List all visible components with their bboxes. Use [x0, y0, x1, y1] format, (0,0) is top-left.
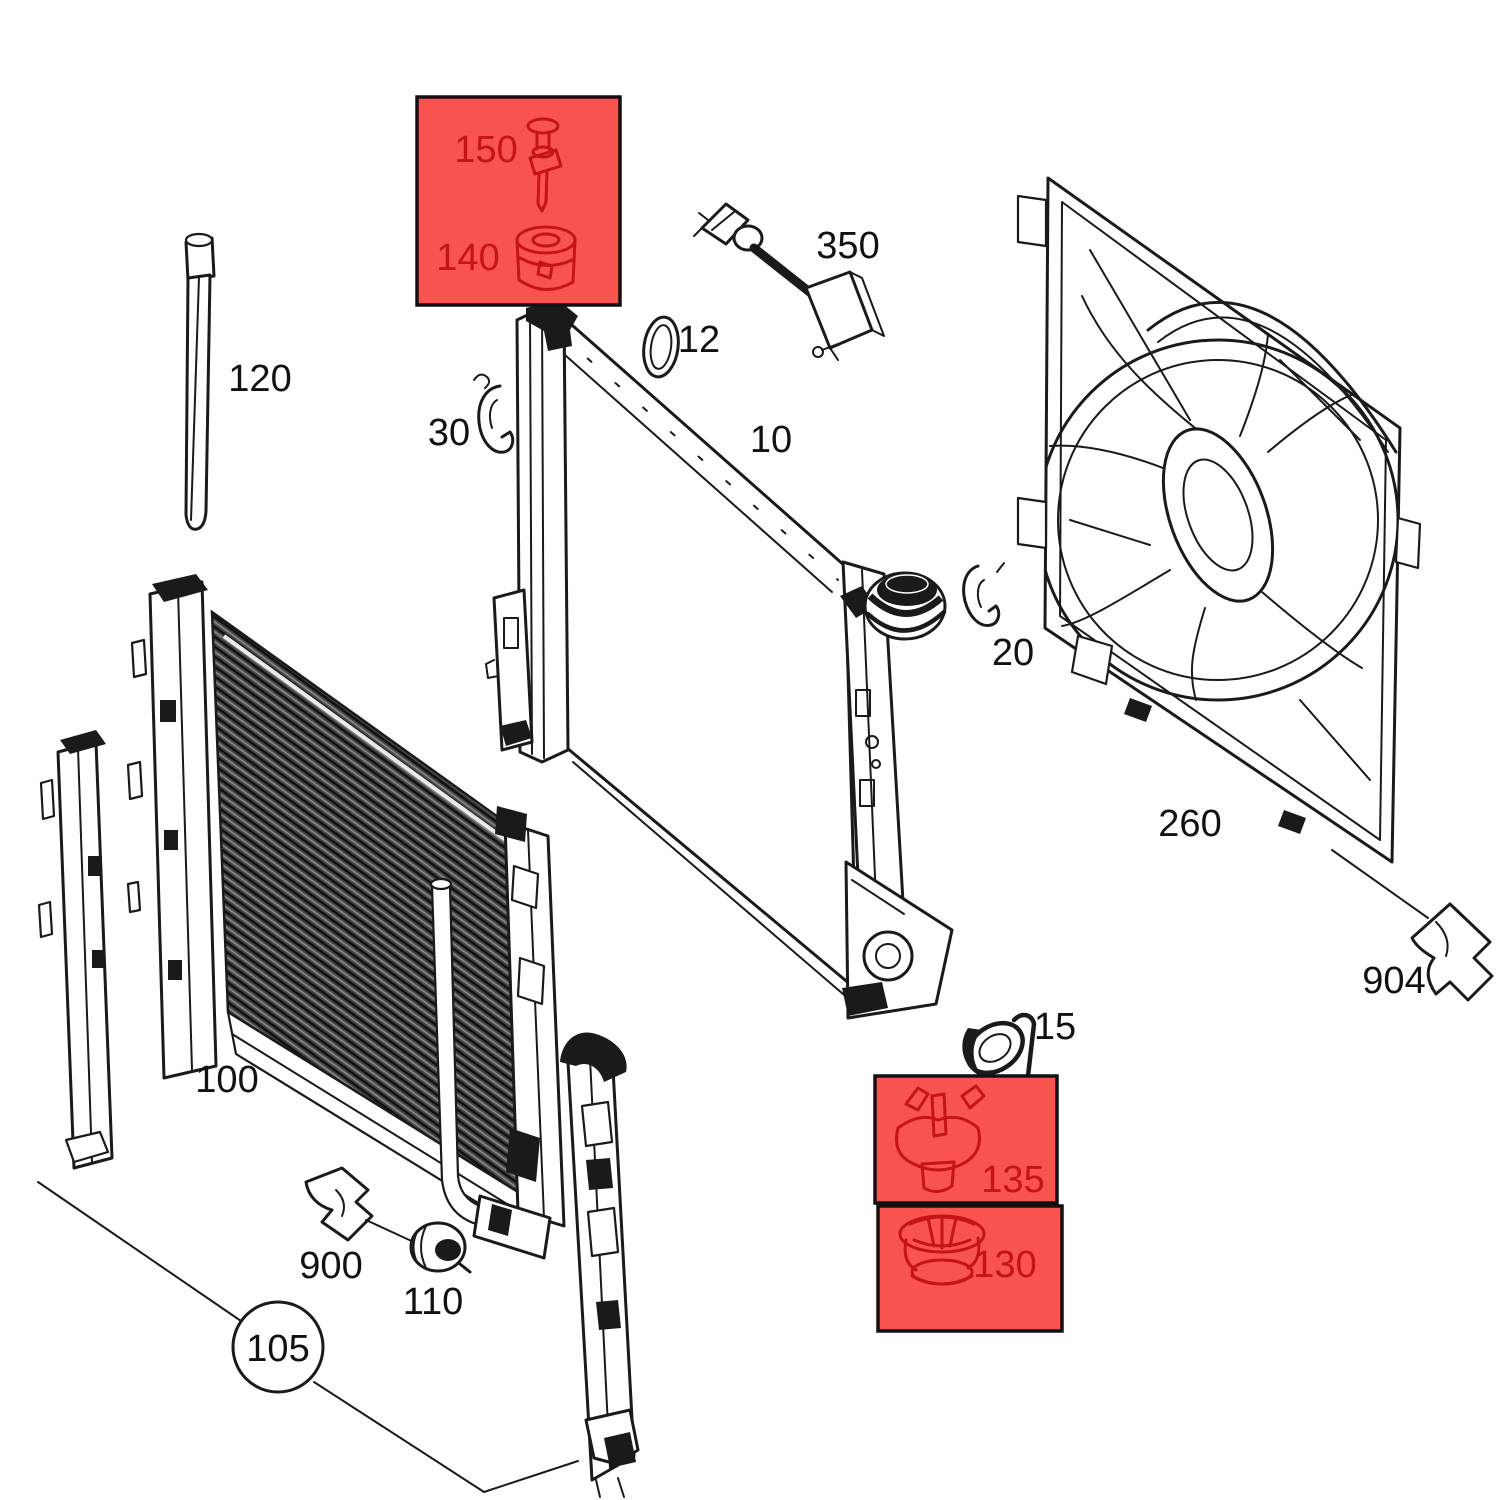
plug-900: [304, 1166, 419, 1245]
radiator-face: [562, 316, 859, 992]
part-labels: 150 140 120 30 12 350 10 20 260 904 15 1…: [195, 129, 1425, 1370]
clip-20: [962, 562, 1005, 627]
grommet-110: [409, 1221, 472, 1274]
side-bracket-right: [560, 1032, 640, 1498]
condenser-right-rail: [472, 806, 566, 1260]
condenser-left-rail: [126, 574, 218, 1080]
highlight-box-150-140: [415, 95, 622, 307]
callout-circle: [231, 1300, 325, 1394]
o-ring-12: [642, 315, 680, 379]
rubber-grommet-icon-130: [898, 1214, 986, 1286]
radiator-foot: [842, 860, 954, 1020]
radiator-left-bracket: [485, 588, 534, 752]
part-label-120: 120: [228, 358, 291, 400]
part-label-20: 20: [992, 632, 1034, 674]
part-label-350: 350: [816, 225, 879, 267]
retainer-bracket-icon-135: [895, 1084, 986, 1193]
condenser-100: [37, 574, 566, 1260]
part-label-30: 30: [428, 412, 470, 454]
clip-30: [473, 373, 515, 454]
part-label-904: 904: [1362, 960, 1425, 1002]
part-label-150: 150: [454, 129, 517, 171]
part-label-110: 110: [403, 1281, 464, 1323]
part-label-100: 100: [195, 1059, 258, 1101]
expansion-rivet-icon-150: [526, 117, 563, 213]
highlight-box-135: [873, 1074, 1059, 1205]
radiator-filler-neck: [840, 571, 947, 641]
callout-105: [37, 1181, 579, 1493]
highlight-box-130: [876, 1204, 1064, 1333]
radiator-10: [485, 300, 954, 1020]
fan-shroud-260: [1016, 176, 1422, 864]
part-label-105: 105: [246, 1328, 309, 1370]
part-label-135: 135: [981, 1159, 1044, 1201]
part-label-900: 900: [299, 1245, 362, 1287]
part-label-260: 260: [1158, 803, 1221, 845]
part-label-140: 140: [436, 237, 499, 279]
part-label-130: 130: [973, 1244, 1036, 1286]
rubber-mount-icon-140: [515, 225, 577, 291]
part-label-10: 10: [750, 419, 792, 461]
part-label-12: 12: [678, 319, 720, 361]
temp-sensor-350: [693, 202, 885, 361]
part-label-15: 15: [1034, 1006, 1076, 1048]
connector-904: [1331, 849, 1494, 1002]
condenser-side-seal-left: [37, 730, 114, 1170]
fan-ring-arc: [1146, 300, 1398, 454]
fan-hub: [1161, 427, 1275, 603]
radiator-top-mount: [526, 300, 578, 351]
seal-strip-120: [184, 232, 216, 531]
